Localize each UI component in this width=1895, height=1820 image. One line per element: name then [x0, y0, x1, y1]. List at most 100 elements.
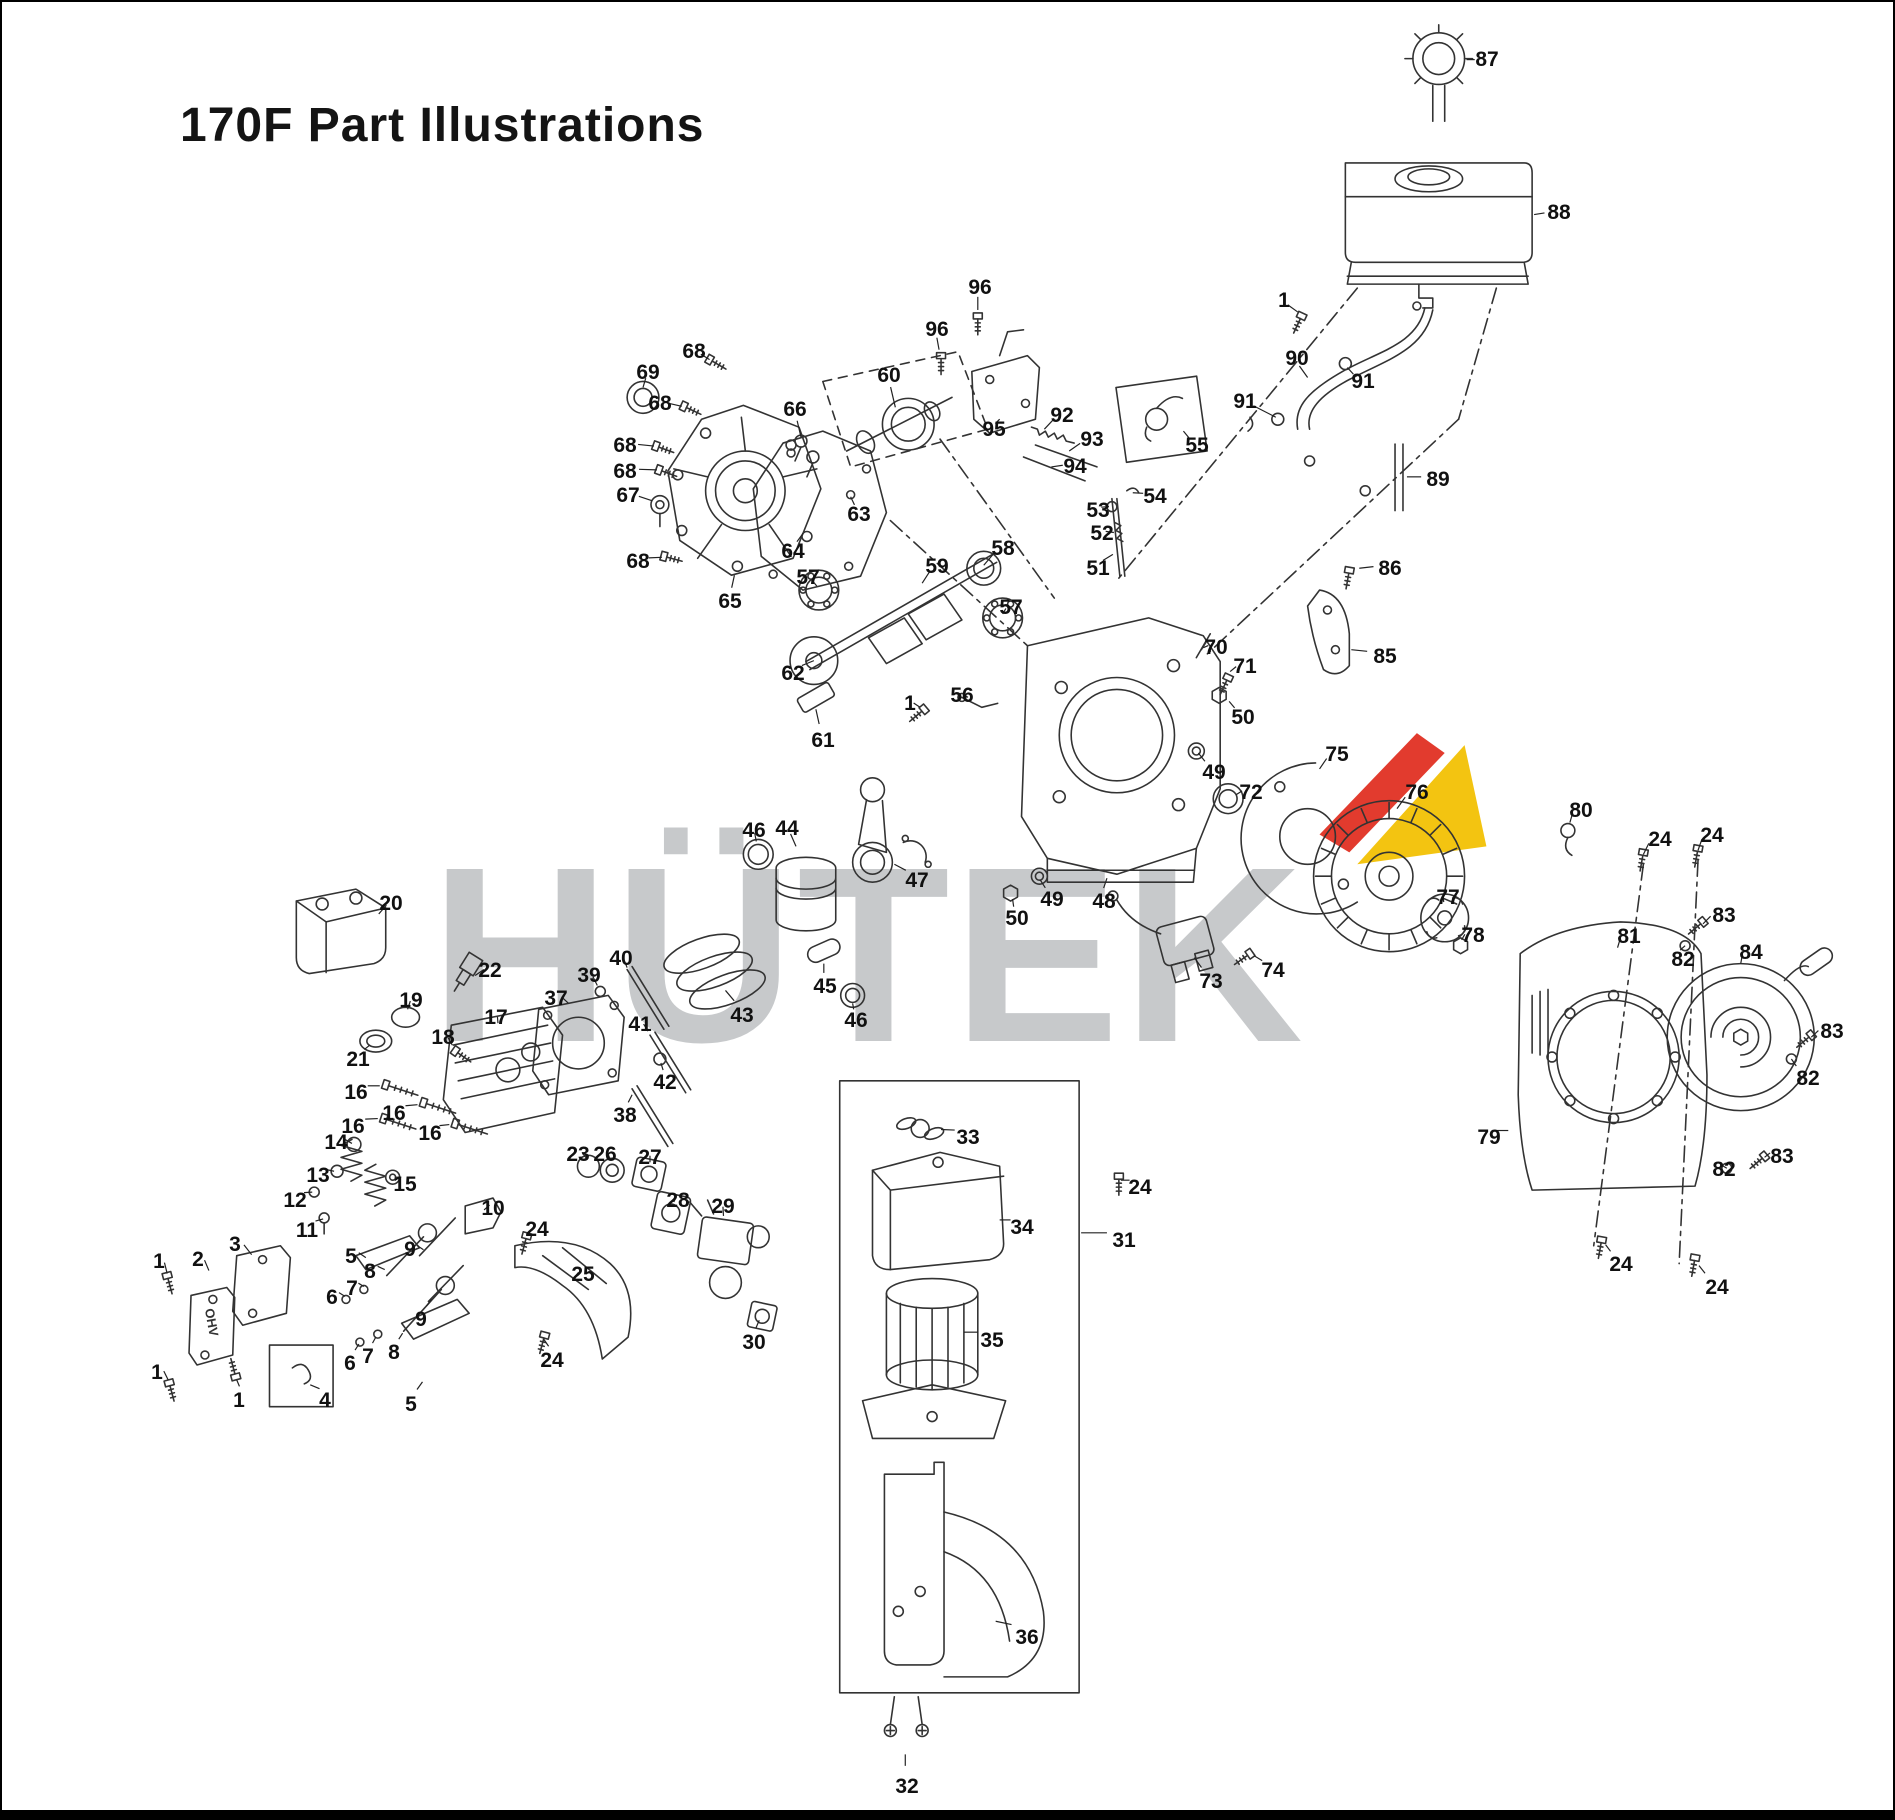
leader-line-93: [1068, 442, 1081, 452]
part-label-3: 3: [229, 1233, 241, 1256]
leader-line-22: [474, 969, 485, 977]
part-label-47: 47: [905, 869, 929, 892]
part-label-24: 24: [1648, 828, 1672, 851]
leader-line-20: [378, 904, 387, 915]
leader-line-83: [1810, 1030, 1819, 1038]
leader-line-62: [801, 660, 815, 667]
leader-line-50: [1228, 700, 1236, 709]
leader-line-11: [315, 1218, 324, 1222]
part-label-68: 68: [613, 434, 637, 457]
leader-line-54: [1132, 492, 1144, 494]
part-label-5: 5: [405, 1393, 417, 1416]
part-label-6: 6: [344, 1352, 356, 1375]
leader-line-1: [236, 1379, 240, 1387]
leader-line-82: [1790, 1058, 1797, 1067]
part-label-7: 7: [362, 1345, 374, 1368]
air-guide-bracket: [1306, 565, 1356, 675]
carburetor-group: [514, 1154, 778, 1360]
governor-gear: [650, 494, 670, 528]
leader-line-50: [1011, 898, 1015, 907]
leader-line-18: [447, 1037, 453, 1046]
leader-line-8: [398, 1332, 404, 1340]
leader-line-1: [1287, 304, 1299, 313]
cover-gasket: [752, 430, 888, 591]
leader-line-63: [850, 496, 856, 506]
part-label-69: 69: [636, 361, 660, 384]
oil-seal: [626, 380, 660, 415]
leader-line-68: [639, 468, 657, 471]
part-label-79: 79: [1477, 1126, 1501, 1149]
leader-line-83: [1764, 1152, 1771, 1158]
part-label-94: 94: [1063, 455, 1087, 478]
leader-line-42: [660, 1062, 664, 1071]
part-label-22: 22: [478, 959, 502, 982]
head-cover: [295, 888, 387, 975]
part-label-16: 16: [341, 1115, 365, 1138]
part-label-55: 55: [1185, 434, 1209, 457]
leader-line-9: [426, 1299, 432, 1307]
leader-line-16: [365, 1117, 378, 1120]
part-label-95: 95: [982, 418, 1006, 441]
leader-line-56: [963, 693, 969, 698]
part-label-11: 11: [295, 1219, 319, 1242]
part-label-15: 15: [393, 1173, 417, 1196]
part-label-18: 18: [431, 1026, 455, 1049]
part-label-28: 28: [666, 1189, 690, 1212]
part-label-82: 82: [1712, 1158, 1736, 1181]
part-label-56: 56: [950, 684, 974, 707]
part-label-45: 45: [813, 975, 837, 998]
part-label-67: 67: [616, 484, 640, 507]
part-label-68: 68: [626, 550, 650, 573]
part-label-91: 91: [1351, 370, 1375, 393]
part-label-32: 32: [895, 1775, 919, 1798]
leader-line-70: [1203, 644, 1209, 649]
leader-line-59: [921, 571, 930, 584]
connecting-rod: [851, 777, 932, 883]
valve-train: [308, 1136, 502, 1347]
leader-line-1: [163, 1370, 169, 1381]
leader-line-91: [1253, 405, 1277, 418]
exhaust-plates: OHV: [161, 1244, 334, 1408]
leader-line-30: [755, 1320, 760, 1329]
part-label-92: 92: [1050, 404, 1074, 427]
part-label-78: 78: [1461, 924, 1485, 947]
part-label-23: 23: [566, 1143, 590, 1166]
part-label-50: 50: [1005, 907, 1029, 930]
part-label-82: 82: [1796, 1067, 1820, 1090]
leader-line-44: [789, 833, 797, 847]
leader-line-5: [416, 1381, 423, 1390]
assembly-lines: [889, 287, 1699, 1265]
leader-line-92: [1043, 420, 1053, 430]
part-label-58: 58: [991, 537, 1015, 560]
leader-line-60: [890, 386, 896, 408]
part-label-24: 24: [525, 1218, 549, 1241]
part-label-76: 76: [1405, 781, 1429, 804]
leader-line-3: [243, 1244, 253, 1256]
part-label-70: 70: [1204, 636, 1228, 659]
part-label-48: 48: [1092, 890, 1116, 913]
leader-line-37: [561, 996, 569, 1004]
part-label-66: 66: [783, 398, 807, 421]
fuel-tank: [1344, 24, 1533, 311]
leader-line-73: [1193, 957, 1202, 968]
leader-line-13: [326, 1169, 335, 1172]
part-label-16: 16: [418, 1122, 442, 1145]
leader-line-71: [1229, 666, 1237, 673]
part-label-71: 71: [1233, 655, 1257, 678]
part-label-84: 84: [1739, 941, 1763, 964]
fan-cover: [1517, 822, 1708, 1191]
part-label-63: 63: [847, 503, 871, 526]
leader-line-64: [796, 533, 804, 543]
leader-line-90: [1298, 365, 1309, 378]
part-label-50: 50: [1231, 706, 1255, 729]
part-label-33: 33: [956, 1126, 980, 1149]
part-label-77: 77: [1436, 886, 1460, 909]
part-label-62: 62: [781, 662, 805, 685]
part-label-6: 6: [326, 1286, 338, 1309]
part-label-24: 24: [1705, 1276, 1729, 1299]
leader-line-53: [1101, 506, 1109, 508]
page-title: 170F Part Illustrations: [180, 99, 705, 152]
flywheel-group: [1107, 762, 1470, 984]
leader-line-94: [1051, 464, 1063, 468]
